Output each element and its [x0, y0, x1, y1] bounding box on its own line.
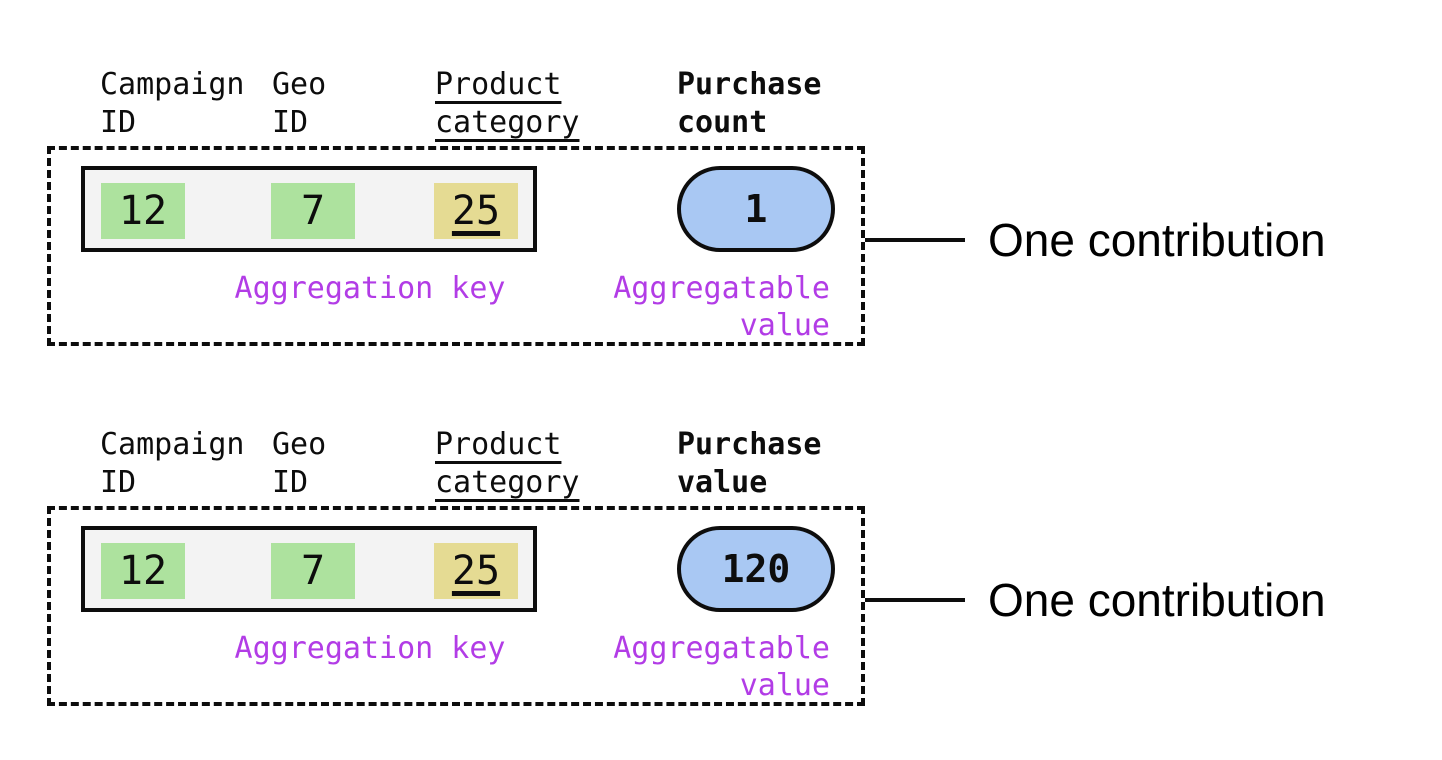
product-category-header: Product category — [435, 426, 580, 502]
contribution-label: One contribution — [988, 574, 1326, 626]
purchase-count-header: Purchase count — [677, 66, 822, 142]
aggregatable-value-label-line1: Aggregatable — [613, 271, 830, 306]
campaign-id-value: 12 — [118, 548, 168, 594]
geo-id-cell: 7 — [271, 183, 355, 239]
geo-id-header-line1: Geo — [272, 427, 327, 462]
aggregatable-value-pill: 1 — [677, 166, 835, 252]
product-category-cell: 25 — [434, 543, 518, 599]
aggregatable-value-label-line2: value — [739, 668, 830, 703]
campaign-id-cell: 12 — [101, 183, 185, 239]
aggregatable-value-label-line2: value — [739, 308, 830, 343]
aggregatable-value-number: 1 — [744, 187, 768, 231]
aggregatable-value-number: 120 — [721, 547, 791, 591]
geo-id-header-line2: ID — [272, 105, 309, 140]
product-category-header-line2: category — [435, 105, 580, 140]
campaign-id-header: Campaign ID — [100, 66, 245, 142]
purchase-value-header-line2: value — [677, 465, 768, 500]
product-category-value: 25 — [451, 548, 501, 594]
purchase-value-header-line1: Purchase — [677, 427, 822, 462]
campaign-id-header-line1: Campaign — [100, 427, 245, 462]
aggregatable-value-pill: 120 — [677, 526, 835, 612]
geo-id-header: Geo ID — [272, 426, 326, 502]
contribution-boundary — [47, 146, 865, 346]
geo-id-header-line2: ID — [272, 465, 309, 500]
connector-line — [865, 238, 965, 242]
purchase-count-header-line1: Purchase — [677, 67, 822, 102]
product-category-header-line1: Product — [435, 67, 562, 102]
product-category-header: Product category — [435, 66, 580, 142]
campaign-id-value: 12 — [118, 188, 168, 234]
contribution-group-purchase-value: Campaign ID Geo ID Product category Purc… — [0, 420, 1442, 730]
product-category-header-line1: Product — [435, 427, 562, 462]
aggregatable-value-label: Aggregatable value — [540, 270, 830, 344]
geo-id-value: 7 — [300, 548, 326, 594]
aggregatable-value-label-line1: Aggregatable — [613, 631, 830, 666]
campaign-id-header-line2: ID — [100, 465, 137, 500]
campaign-id-header-line1: Campaign — [100, 67, 245, 102]
geo-id-header-line1: Geo — [272, 67, 327, 102]
campaign-id-header-line2: ID — [100, 105, 137, 140]
product-category-header-line2: category — [435, 465, 580, 500]
aggregatable-value-label: Aggregatable value — [540, 630, 830, 704]
geo-id-cell: 7 — [271, 543, 355, 599]
purchase-count-header-line2: count — [677, 105, 768, 140]
aggregation-key-label: Aggregation key — [234, 271, 506, 306]
aggregation-key-label: Aggregation key — [234, 631, 506, 666]
campaign-id-cell: 12 — [101, 543, 185, 599]
campaign-id-header: Campaign ID — [100, 426, 245, 502]
product-category-value: 25 — [451, 188, 501, 234]
contribution-label: One contribution — [988, 214, 1326, 266]
contribution-group-purchase-count: Campaign ID Geo ID Product category Purc… — [0, 60, 1442, 370]
product-category-cell: 25 — [434, 183, 518, 239]
connector-line — [865, 598, 965, 602]
contribution-boundary — [47, 506, 865, 706]
geo-id-header: Geo ID — [272, 66, 326, 142]
geo-id-value: 7 — [300, 188, 326, 234]
purchase-value-header: Purchase value — [677, 426, 822, 502]
